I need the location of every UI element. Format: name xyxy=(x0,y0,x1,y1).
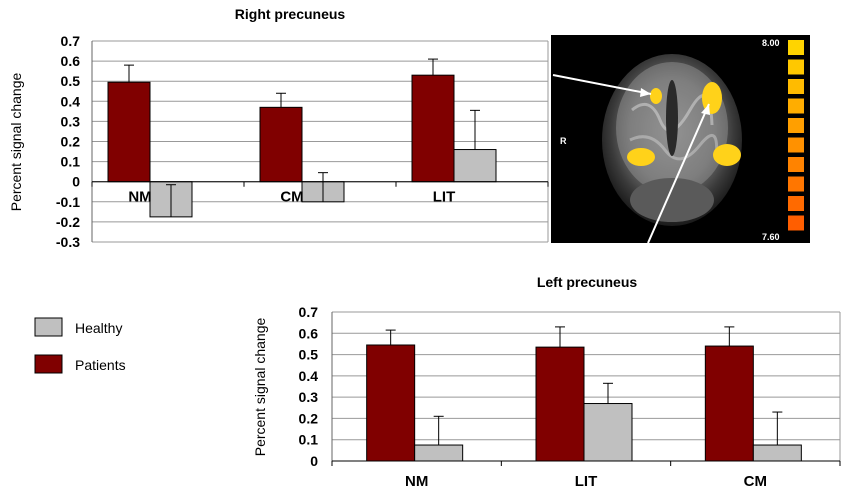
pointer-arrowhead-1 xyxy=(640,88,651,97)
left-y-tick-label: 0.5 xyxy=(299,347,319,363)
right-chart-title: Right precuneus xyxy=(235,6,346,22)
right-category-label: CM xyxy=(280,189,303,206)
color-scale-swatch xyxy=(788,59,804,75)
left-chart-y-axis-label: Percent signal change xyxy=(252,318,268,457)
left-y-tick-label: 0.2 xyxy=(299,410,319,426)
left-y-tick-label: 0.6 xyxy=(299,325,319,341)
pointer-arrowhead-2 xyxy=(701,104,710,115)
right-bar-patients-lit xyxy=(411,74,455,183)
right-y-tick-label: -0.2 xyxy=(56,214,80,230)
left-y-tick-label: 0.4 xyxy=(299,368,319,384)
right-category-label: LIT xyxy=(433,189,456,206)
right-bar-patients-cm xyxy=(259,106,303,183)
left-category-label: CM xyxy=(744,473,767,490)
color-scale-max-label: 8.00 xyxy=(762,38,780,48)
right-y-tick-label: 0.7 xyxy=(61,33,81,49)
color-scale-swatch xyxy=(788,157,804,172)
right-precuneus-chart: Right precuneus Percent signal change 0.… xyxy=(8,6,549,250)
left-y-tick-label: 0.7 xyxy=(299,304,319,320)
pointer-arrow-1 xyxy=(552,74,652,95)
activation-left-precuneus xyxy=(702,82,722,114)
right-y-tick-label: 0.4 xyxy=(61,93,81,109)
right-y-tick-label: -0.1 xyxy=(56,194,80,210)
right-y-tick-label: 0 xyxy=(72,174,80,190)
color-scale-swatch xyxy=(788,79,804,94)
left-chart-axes: 0.7 0.6 0.5 0.4 0.3 0.2 0.1 0NM LIT CM xyxy=(299,304,841,490)
brain-sulcus-2 xyxy=(629,133,719,161)
right-bar-patients-nm xyxy=(107,81,151,183)
right-y-tick-label: 0.3 xyxy=(61,113,81,129)
left-y-tick-label: 0.3 xyxy=(299,389,319,405)
left-bar-patients-lit xyxy=(535,346,585,462)
left-bar-healthy-nm xyxy=(414,444,464,462)
legend: Healthy Patients xyxy=(34,317,126,374)
right-y-tick-label: 0.1 xyxy=(61,154,81,170)
left-chart-bars xyxy=(366,326,802,462)
color-scale-swatch xyxy=(788,118,804,133)
color-scale-swatch xyxy=(788,196,804,211)
color-scale-swatch xyxy=(788,40,804,55)
activation-right-lateral xyxy=(627,148,655,166)
right-y-tick-label: -0.3 xyxy=(56,234,80,250)
left-precuneus-chart: Left precuneus Percent signal change 0.7… xyxy=(252,274,841,490)
left-bar-healthy-lit xyxy=(583,403,633,462)
left-bar-patients-cm xyxy=(704,345,754,462)
left-category-label: NM xyxy=(405,473,428,490)
pointer-arrow-2 xyxy=(647,103,710,244)
right-chart-axes: 0.7 0.6 0.5 0.4 0.3 0.2 0.1 0 -0.1 -0.2 -0.3 NM CM LI… xyxy=(56,33,549,250)
brain-cerebellum xyxy=(630,178,714,222)
legend-label-patients: Patients xyxy=(75,357,126,373)
legend-swatch-healthy xyxy=(34,317,63,337)
right-category-label: NM xyxy=(128,189,151,206)
left-category-label: LIT xyxy=(575,473,598,490)
right-bar-healthy-lit xyxy=(453,149,497,183)
legend-swatch-patients xyxy=(34,354,63,374)
right-y-tick-label: 0.6 xyxy=(61,53,81,69)
orientation-label: R xyxy=(560,136,567,146)
brain-midline xyxy=(666,80,678,156)
color-scale-swatch xyxy=(788,176,804,192)
right-y-tick-label: 0.2 xyxy=(61,134,81,150)
color-scale-min-label: 7.60 xyxy=(762,232,780,242)
left-chart-title: Left precuneus xyxy=(537,274,638,290)
activation-left-lateral xyxy=(713,144,741,166)
left-y-tick-label: 0.1 xyxy=(299,432,319,448)
left-bar-healthy-cm xyxy=(752,444,802,462)
activation-right-precuneus xyxy=(650,88,662,104)
left-y-tick-label: 0 xyxy=(310,453,318,469)
legend-label-healthy: Healthy xyxy=(75,320,122,336)
color-scale-swatch xyxy=(788,215,804,231)
right-y-tick-label: 0.5 xyxy=(61,73,81,89)
color-scale-swatch xyxy=(788,98,804,114)
left-bar-patients-nm xyxy=(366,344,416,462)
right-chart-y-axis-label: Percent signal change xyxy=(8,73,24,212)
color-scale-bar xyxy=(788,40,804,231)
right-chart-bars xyxy=(107,58,497,218)
color-scale-swatch xyxy=(788,137,804,153)
brain-scan-image: R 8.00 7.60 xyxy=(551,35,810,244)
